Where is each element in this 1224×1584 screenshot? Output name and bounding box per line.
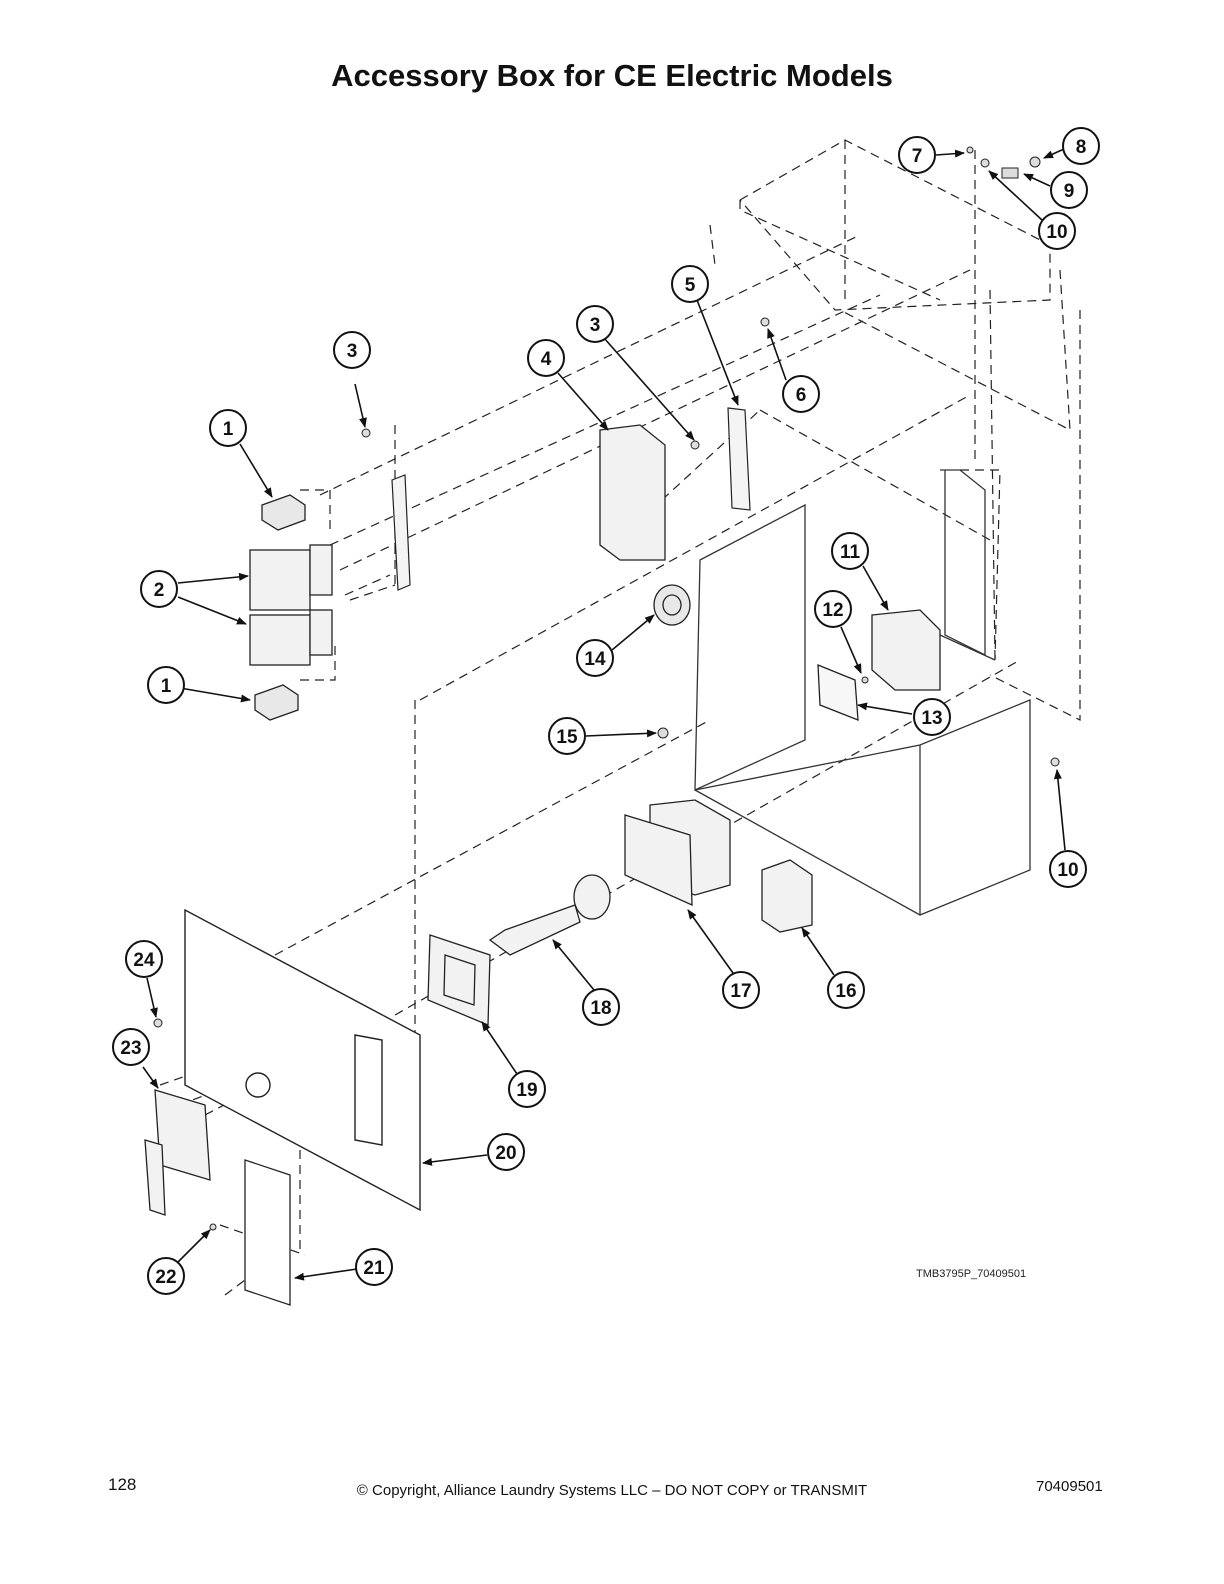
callout-8[interactable]: 8 bbox=[1062, 127, 1100, 165]
svg-text:2: 2 bbox=[154, 580, 165, 601]
figure-id: TMB3795P_70409501 bbox=[916, 1268, 1027, 1280]
callout-21[interactable]: 21 bbox=[355, 1248, 393, 1286]
svg-text:5: 5 bbox=[685, 275, 696, 296]
svg-text:14: 14 bbox=[584, 649, 606, 670]
svg-text:1: 1 bbox=[161, 676, 172, 697]
svg-text:10: 10 bbox=[1057, 860, 1078, 881]
part-fuse-block bbox=[871, 609, 941, 691]
callout-3-left[interactable]: 3 bbox=[333, 331, 371, 369]
svg-text:8: 8 bbox=[1076, 137, 1087, 158]
fasteners bbox=[153, 146, 1060, 1231]
svg-text:16: 16 bbox=[835, 981, 856, 1002]
callout-17[interactable]: 17 bbox=[722, 971, 760, 1009]
part-grommet bbox=[653, 584, 691, 626]
part-terminal-shroud bbox=[761, 859, 813, 933]
part-blank-cover bbox=[244, 1159, 291, 1306]
callout-13[interactable]: 13 bbox=[913, 698, 951, 736]
callout-1-bottom[interactable]: 1 bbox=[147, 666, 185, 704]
part-contactors bbox=[249, 544, 333, 666]
part-handle-base bbox=[427, 934, 491, 1026]
svg-text:21: 21 bbox=[363, 1258, 385, 1279]
part-cover-plate bbox=[817, 664, 859, 721]
part-holder-top bbox=[261, 494, 306, 531]
callout-1-top[interactable]: 1 bbox=[209, 409, 247, 447]
callout-18[interactable]: 18 bbox=[582, 988, 620, 1026]
svg-text:13: 13 bbox=[921, 708, 942, 729]
page-number: 128 bbox=[108, 1475, 137, 1494]
part-holder-bottom bbox=[254, 684, 299, 721]
svg-text:18: 18 bbox=[590, 998, 611, 1019]
part-din-rail-left bbox=[391, 474, 411, 591]
callout-16[interactable]: 16 bbox=[827, 971, 865, 1009]
callout-7[interactable]: 7 bbox=[898, 136, 936, 174]
svg-text:1: 1 bbox=[223, 419, 234, 440]
leader-lines bbox=[142, 148, 1066, 1281]
svg-text:7: 7 bbox=[912, 146, 923, 167]
callout-5[interactable]: 5 bbox=[671, 265, 709, 303]
svg-text:9: 9 bbox=[1064, 181, 1075, 202]
part-shaft bbox=[488, 874, 611, 956]
part-terminal-blocks bbox=[599, 424, 666, 561]
callout-15[interactable]: 15 bbox=[548, 717, 586, 755]
callout-10-bottom[interactable]: 10 bbox=[1049, 850, 1087, 888]
callout-11[interactable]: 11 bbox=[831, 532, 869, 570]
part-front-panel bbox=[184, 908, 421, 1212]
callout-10-top[interactable]: 10 bbox=[1038, 212, 1076, 250]
callout-3-mid[interactable]: 3 bbox=[576, 305, 614, 343]
svg-text:24: 24 bbox=[133, 950, 155, 971]
page-title: Accessory Box for CE Electric Models bbox=[331, 58, 893, 93]
callout-4[interactable]: 4 bbox=[527, 339, 565, 377]
part-rotary-handle bbox=[144, 1089, 211, 1216]
copyright-notice: © Copyright, Alliance Laundry Systems LL… bbox=[356, 1482, 868, 1499]
svg-text:12: 12 bbox=[822, 600, 843, 621]
svg-text:3: 3 bbox=[590, 315, 601, 336]
svg-text:19: 19 bbox=[516, 1080, 537, 1101]
svg-text:17: 17 bbox=[730, 981, 751, 1002]
callout-23[interactable]: 23 bbox=[112, 1028, 150, 1066]
svg-text:22: 22 bbox=[155, 1267, 176, 1288]
svg-text:10: 10 bbox=[1046, 222, 1067, 243]
callout-19[interactable]: 19 bbox=[508, 1070, 546, 1108]
svg-text:6: 6 bbox=[796, 385, 807, 406]
svg-text:23: 23 bbox=[120, 1038, 141, 1059]
callout-24[interactable]: 24 bbox=[125, 940, 163, 978]
part-din-rail-mid bbox=[727, 407, 751, 511]
svg-text:15: 15 bbox=[556, 727, 578, 748]
callout-14[interactable]: 14 bbox=[576, 639, 614, 677]
callout-22[interactable]: 22 bbox=[147, 1257, 185, 1295]
svg-text:4: 4 bbox=[541, 349, 552, 370]
callout-12[interactable]: 12 bbox=[814, 590, 852, 628]
callouts: 1 1 2 3 3 4 5 6 7 8 9 10 10 11 12 13 14 … bbox=[112, 127, 1100, 1295]
svg-text:3: 3 bbox=[347, 341, 358, 362]
callout-20[interactable]: 20 bbox=[487, 1133, 525, 1171]
callout-6[interactable]: 6 bbox=[782, 375, 820, 413]
svg-text:11: 11 bbox=[840, 542, 861, 563]
callout-9[interactable]: 9 bbox=[1050, 171, 1088, 209]
callout-2[interactable]: 2 bbox=[140, 570, 178, 608]
document-number: 70409501 bbox=[1036, 1478, 1103, 1495]
part-disconnect-switch bbox=[624, 799, 731, 907]
svg-text:20: 20 bbox=[495, 1143, 516, 1164]
enclosure-box bbox=[694, 469, 1031, 916]
